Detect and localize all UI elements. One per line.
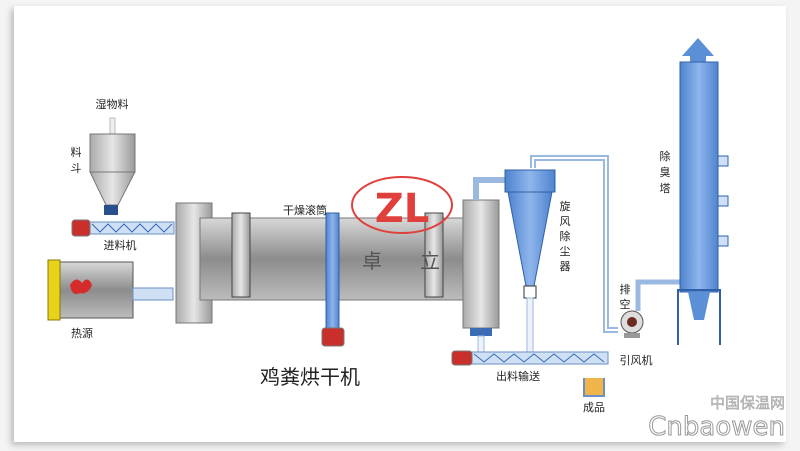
feeder-label: 进料机: [104, 238, 137, 252]
hopper: [89, 117, 136, 215]
heat-source: [47, 259, 174, 321]
exhaust-label-2: 空: [620, 297, 631, 311]
svg-text:臭: 臭: [660, 165, 671, 179]
hopper-label-1: 料: [71, 145, 82, 159]
watermark: 中国保温网 Cnbaowen: [648, 394, 786, 443]
heat-source-label: 热源: [71, 326, 93, 340]
svg-text:尘: 尘: [560, 245, 571, 258]
svg-text:中国保温网: 中国保温网: [710, 394, 785, 412]
hopper-label-2: 斗: [71, 162, 82, 175]
tower-label: 除 臭 塔: [660, 149, 671, 195]
zl-logo: ZL 卓 立: [351, 176, 453, 273]
logo-name-2: 立: [420, 249, 440, 273]
svg-text:风: 风: [560, 215, 571, 228]
product-bin: [583, 378, 605, 397]
machine-title: 鸡粪烘干机: [260, 365, 360, 389]
flame-icon: [70, 279, 92, 294]
svg-text:器: 器: [560, 260, 571, 273]
discharge-conveyor: [451, 350, 609, 366]
svg-text:旋: 旋: [560, 199, 571, 213]
rotary-drum: [175, 199, 500, 347]
drum-label: 干燥滚筒: [283, 203, 327, 217]
svg-text:除: 除: [560, 229, 571, 243]
exhaust-label-1: 排: [620, 282, 631, 296]
svg-text:塔: 塔: [660, 182, 671, 195]
svg-text:除: 除: [660, 149, 671, 163]
logo-letters: ZL: [375, 186, 430, 232]
induced-draft-fan: [620, 279, 680, 338]
svg-text:Cnbaowen: Cnbaowen: [648, 412, 785, 442]
cyclone-label: 旋 风 除 尘 器: [560, 199, 571, 273]
fan-label: 引风机: [620, 353, 653, 367]
cyclone-separator: [473, 155, 618, 354]
screw-feeder: [71, 219, 175, 237]
wet-material-label: 湿物料: [96, 97, 129, 111]
deodorization-tower: [677, 38, 729, 345]
product-label: 成品: [583, 401, 605, 414]
discharge-label: 出料输送: [496, 369, 540, 383]
logo-name-1: 卓: [362, 249, 382, 273]
